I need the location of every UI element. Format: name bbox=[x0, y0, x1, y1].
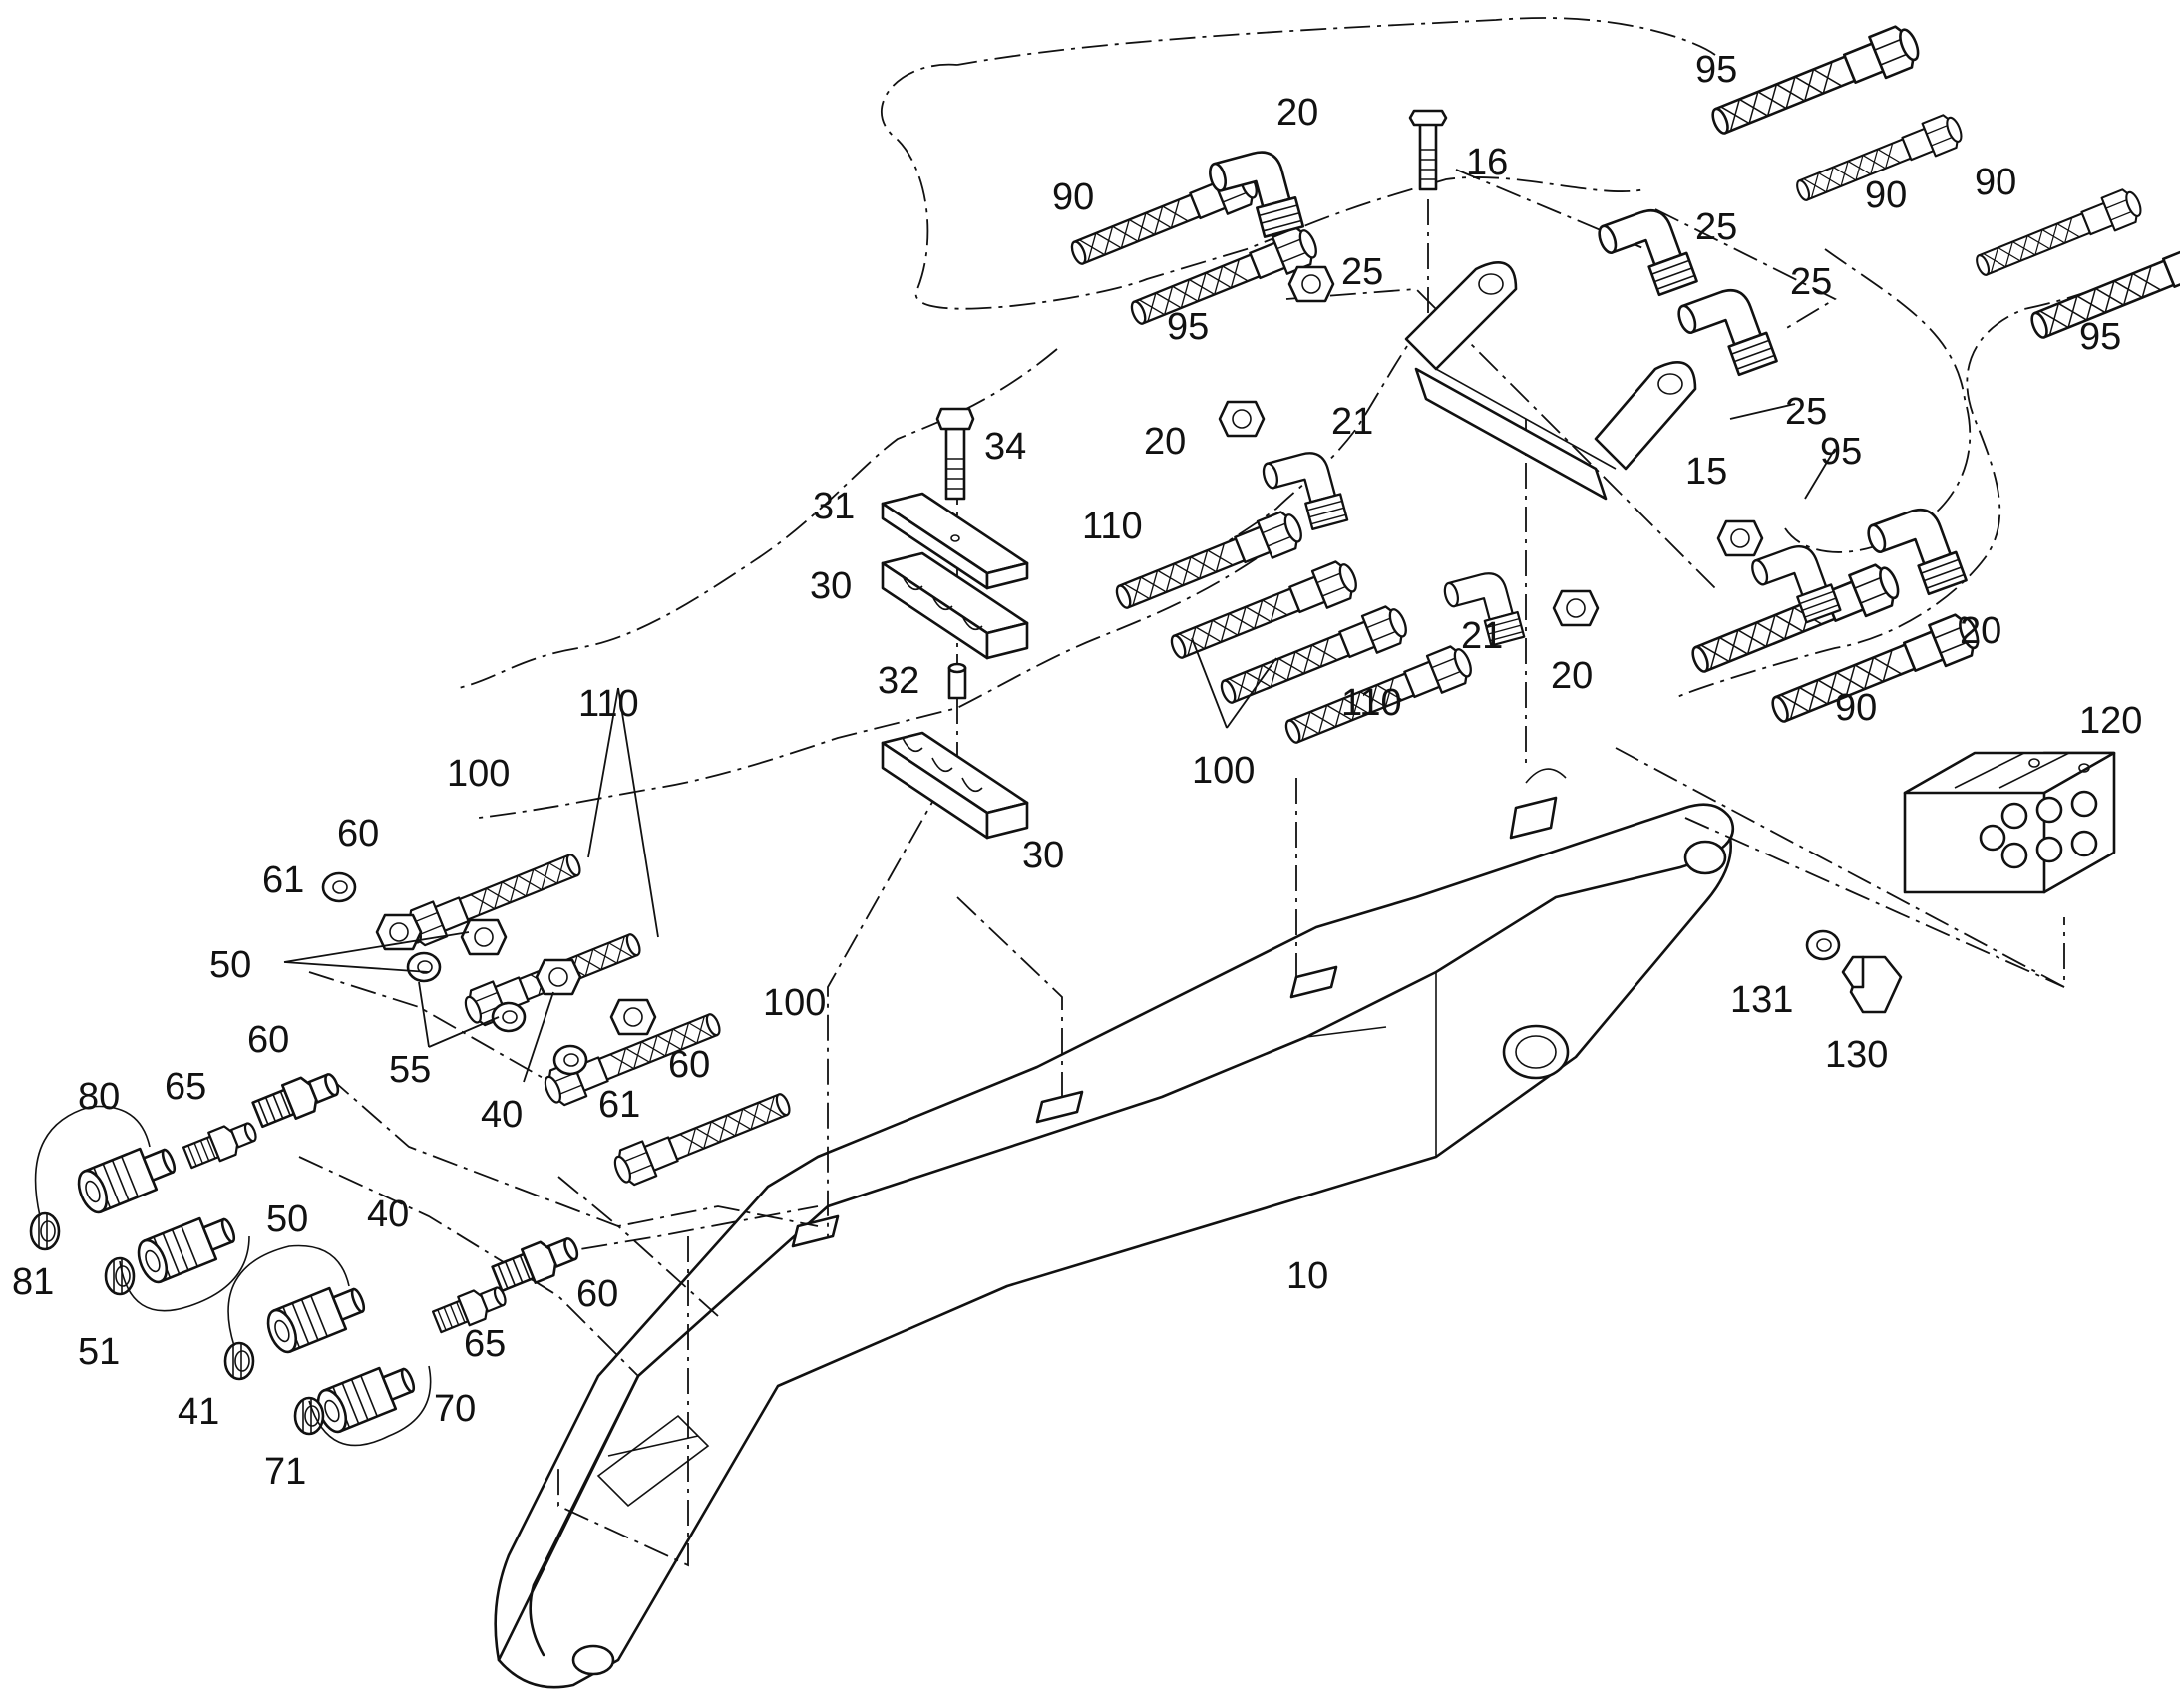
callout-21: 21 bbox=[1331, 401, 1373, 443]
fitting-60-lower bbox=[489, 1228, 584, 1297]
callout-81: 81 bbox=[12, 1261, 54, 1303]
bolt-16 bbox=[1408, 109, 1448, 339]
callout-16: 16 bbox=[1466, 142, 1508, 183]
fitting-60-upper bbox=[249, 1064, 345, 1133]
bracket-15 bbox=[1404, 261, 1697, 501]
elbow-25-right bbox=[1595, 200, 1698, 309]
nut-40-a bbox=[535, 958, 582, 996]
coupler-70 bbox=[311, 1357, 422, 1438]
callout-25: 25 bbox=[1341, 251, 1383, 293]
nut-25-b bbox=[1716, 519, 1764, 557]
callout-40: 40 bbox=[367, 1194, 409, 1235]
callout-labels: 95 20 16 90 90 90 25 95 25 25 95 20 21 3… bbox=[12, 49, 2142, 1493]
valve-block-120 bbox=[1903, 751, 2116, 894]
washer-131 bbox=[1805, 929, 1841, 961]
cap-41 bbox=[223, 1341, 255, 1381]
clamp-30-bottom bbox=[881, 731, 1029, 840]
hose-95-top bbox=[1704, 20, 1926, 146]
callout-25: 25 bbox=[1695, 206, 1737, 248]
clamp-30-top bbox=[881, 551, 1029, 660]
callout-34: 34 bbox=[984, 426, 1026, 468]
plate-31 bbox=[881, 492, 1029, 590]
assembly-centerlines bbox=[298, 17, 2175, 1567]
nut-50-a bbox=[460, 918, 508, 956]
coupler-50 bbox=[132, 1207, 242, 1288]
callout-65: 65 bbox=[464, 1323, 506, 1365]
callout-20: 20 bbox=[1144, 421, 1186, 463]
callout-32: 32 bbox=[878, 660, 919, 702]
leader-lines bbox=[283, 403, 1836, 1083]
callout-20: 20 bbox=[1551, 655, 1593, 697]
callout-30: 30 bbox=[1022, 835, 1064, 876]
nut-20-b bbox=[1552, 589, 1600, 627]
callout-55: 55 bbox=[389, 1049, 431, 1091]
callout-110: 110 bbox=[1082, 506, 1143, 547]
callout-10: 10 bbox=[1286, 1255, 1328, 1297]
callout-21: 21 bbox=[1461, 615, 1503, 657]
callout-90: 90 bbox=[1052, 176, 1094, 218]
bolt-130 bbox=[1841, 955, 1903, 1014]
callout-65: 65 bbox=[165, 1066, 206, 1108]
callout-110: 110 bbox=[578, 683, 639, 725]
callout-60: 60 bbox=[247, 1019, 289, 1061]
washer-61-a bbox=[321, 871, 357, 903]
callout-50: 50 bbox=[266, 1198, 308, 1240]
callout-90: 90 bbox=[1975, 162, 2016, 203]
callout-131: 131 bbox=[1730, 979, 1793, 1021]
callout-80: 80 bbox=[78, 1076, 120, 1118]
bolt-34 bbox=[935, 407, 975, 501]
callout-25: 25 bbox=[1790, 261, 1832, 303]
coupler-80 bbox=[72, 1138, 182, 1218]
callout-20: 20 bbox=[1276, 92, 1318, 134]
callout-25: 25 bbox=[1785, 391, 1827, 433]
callout-20: 20 bbox=[1960, 610, 2001, 652]
callout-120: 120 bbox=[2079, 700, 2142, 742]
callout-60: 60 bbox=[576, 1273, 618, 1315]
callout-100: 100 bbox=[763, 982, 826, 1024]
callout-61: 61 bbox=[598, 1084, 640, 1126]
callout-95: 95 bbox=[1820, 431, 1862, 473]
callout-60: 60 bbox=[337, 813, 379, 854]
washer-61-b bbox=[552, 1044, 588, 1076]
callout-15: 15 bbox=[1685, 451, 1727, 493]
callout-110: 110 bbox=[1341, 682, 1402, 724]
callout-41: 41 bbox=[178, 1391, 219, 1433]
callout-51: 51 bbox=[78, 1331, 120, 1373]
callout-71: 71 bbox=[264, 1451, 306, 1493]
callout-61: 61 bbox=[262, 859, 304, 901]
fitting-65-upper bbox=[181, 1115, 262, 1174]
callout-30: 30 bbox=[810, 565, 852, 607]
coupler-40 bbox=[261, 1277, 372, 1358]
callout-70: 70 bbox=[434, 1388, 476, 1430]
callout-60: 60 bbox=[668, 1044, 710, 1086]
callout-100: 100 bbox=[447, 753, 510, 795]
callout-95: 95 bbox=[1695, 49, 1737, 91]
nut-25-a bbox=[1287, 265, 1335, 303]
callout-50: 50 bbox=[209, 944, 251, 986]
callout-90: 90 bbox=[1865, 174, 1907, 216]
callout-130: 130 bbox=[1825, 1034, 1888, 1076]
washer-55-a bbox=[406, 951, 442, 983]
callout-100: 100 bbox=[1192, 750, 1255, 792]
cap-81 bbox=[29, 1211, 61, 1251]
dust-cap-chains bbox=[34, 1105, 432, 1447]
callout-31: 31 bbox=[813, 486, 855, 527]
callout-95: 95 bbox=[1167, 306, 1209, 348]
callout-90: 90 bbox=[1835, 687, 1877, 729]
boom-arm bbox=[494, 768, 1735, 1689]
nut-60-b bbox=[609, 998, 657, 1036]
callout-95: 95 bbox=[2079, 316, 2121, 358]
nut-20-a bbox=[1218, 400, 1266, 438]
callout-40: 40 bbox=[481, 1094, 523, 1136]
spacer-32 bbox=[947, 662, 967, 700]
